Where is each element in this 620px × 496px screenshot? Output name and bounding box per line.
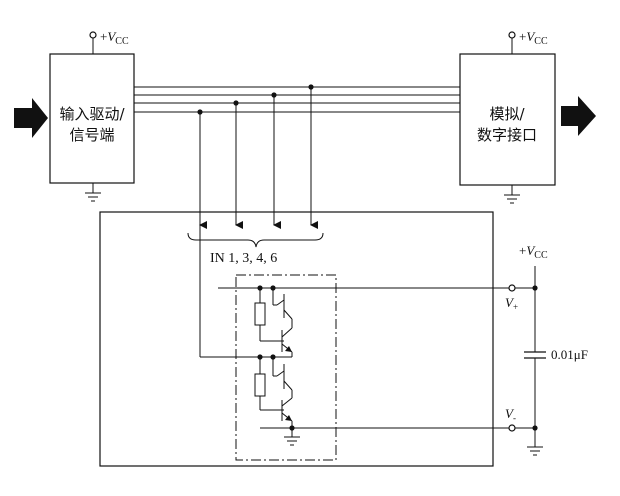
input-driver-block: 输入驱动/ 信号端 (49, 53, 135, 184)
vcc-right: +VCC (508, 29, 548, 54)
vcc-left-terminal-icon (89, 31, 97, 39)
ground-right-icon (504, 185, 520, 204)
ground-module-icon (284, 428, 300, 446)
input-group-label: IN 1, 3, 4, 6 (210, 251, 277, 266)
bus-taps (197, 84, 318, 229)
v-minus-label: V- (505, 406, 516, 423)
decoupling-capacitor: 0.01μF (524, 266, 588, 447)
upper-resistor (254, 302, 266, 326)
interface-circuit-box (99, 211, 494, 467)
svg-text:+VCC: +VCC (519, 29, 548, 47)
ground-left-icon (85, 183, 101, 202)
vcc-right-terminal-icon (508, 31, 516, 39)
v-plus-label: V+ (505, 295, 518, 312)
vcc-left: +VCC (89, 29, 129, 54)
analog-digital-interface-block: 模拟/ 数字接口 (459, 53, 556, 186)
lower-transistor-stage (254, 357, 295, 431)
v-minus-terminal-icon (508, 424, 516, 432)
upper-transistor-stage (254, 285, 293, 357)
lower-resistor (254, 373, 266, 397)
vcc-cap-label: +VCC (519, 243, 548, 261)
input-group-brace (187, 232, 324, 248)
v-plus-rail: V+ (218, 284, 538, 312)
interface-label-line2: 数字接口 (477, 126, 537, 144)
transistor-module-outline (235, 274, 337, 461)
interface-label-line1: 模拟/ (489, 105, 525, 123)
output-arrow-icon (561, 96, 596, 136)
svg-text:+VCC: +VCC (100, 29, 129, 47)
signal-bus (134, 86, 460, 113)
input-driver-label-line1: 输入驱动/ (59, 105, 125, 123)
input-driver-label-line2: 信号端 (69, 126, 114, 144)
v-minus-rail: V- (260, 406, 538, 432)
capacitor-value-label: 0.01μF (551, 347, 588, 362)
input-drive-line (199, 225, 292, 360)
input-arrow-icon (14, 98, 48, 138)
v-plus-terminal-icon (508, 284, 516, 292)
ground-cap-icon (527, 446, 543, 456)
